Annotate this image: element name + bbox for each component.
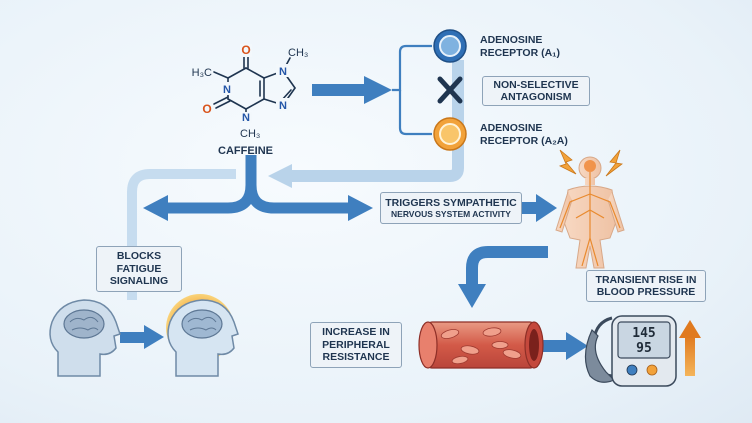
receptor-a1-line1: ADENOSINE xyxy=(480,34,543,46)
arrow-brain-to-brain xyxy=(120,325,164,349)
caffeine-molecule: O O N N N N H₃C CH₃ CH₃ xyxy=(192,43,309,140)
receptor-a1-line2: RECEPTOR (A₁) xyxy=(480,46,560,59)
methyl-left-label: H₃C xyxy=(192,67,212,79)
human-body-figure xyxy=(555,156,625,269)
nitrogen-9-atom: N xyxy=(279,100,287,112)
nitrogen-3-atom: N xyxy=(242,112,250,124)
methyl-top-label: CH₃ xyxy=(288,47,308,59)
resistance-line3: RESISTANCE xyxy=(322,351,390,364)
arrow-to-vessel xyxy=(458,246,548,308)
receptor-a1-label: ADENOSINE RECEPTOR (A₁) xyxy=(480,34,560,59)
caffeine-label: CAFFEINE xyxy=(218,145,273,157)
receptor-a1 xyxy=(433,29,467,63)
nitrogen-1-atom: N xyxy=(223,84,231,96)
sympathetic-line2: NERVOUS SYSTEM ACTIVITY xyxy=(391,209,511,220)
fork-arrow xyxy=(143,155,373,221)
nitrogen-7-atom: N xyxy=(279,66,287,78)
head-profile-alert xyxy=(166,294,239,377)
head-profile-fatigued xyxy=(49,299,121,377)
blood-vessel xyxy=(418,321,544,369)
feedback-arrow xyxy=(268,60,464,188)
resistance-line1: INCREASE IN xyxy=(322,326,390,339)
arrow-to-receptors xyxy=(312,44,432,136)
block-x-icon xyxy=(437,76,463,104)
methyl-bottom-label: CH₃ xyxy=(240,128,260,140)
fatigue-line1: BLOCKS xyxy=(116,250,162,263)
receptor-a2a xyxy=(433,117,467,151)
diastolic-reading: 95 xyxy=(636,341,652,356)
increase-up-arrow-icon xyxy=(679,320,701,376)
blood-pressure-monitor: 145 95 xyxy=(584,315,677,387)
blood-pressure-line1: TRANSIENT RISE IN xyxy=(595,273,697,286)
antagonism-box: NON-SELECTIVE ANTAGONISM xyxy=(482,76,590,106)
sympathetic-line1: TRIGGERS SYMPATHETIC xyxy=(385,196,517,209)
lightning-left-icon xyxy=(558,149,577,175)
systolic-reading: 145 xyxy=(632,326,655,341)
antagonism-line1: NON-SELECTIVE xyxy=(493,78,579,91)
sympathetic-box: TRIGGERS SYMPATHETIC NERVOUS SYSTEM ACTI… xyxy=(380,192,522,224)
arrow-to-monitor xyxy=(536,332,588,360)
blood-pressure-line2: BLOOD PRESSURE xyxy=(596,286,696,298)
receptor-a2a-label: ADENOSINE RECEPTOR (A₂A) xyxy=(480,122,568,147)
fatigue-line3: SIGNALING xyxy=(109,275,169,288)
receptor-a2a-line1: ADENOSINE xyxy=(480,122,543,134)
resistance-line2: PERIPHERAL xyxy=(322,338,390,351)
antagonism-line2: ANTAGONISM xyxy=(500,91,572,103)
oxygen-top-atom: O xyxy=(241,43,250,57)
blood-pressure-box: TRANSIENT RISE IN BLOOD PRESSURE xyxy=(586,270,706,302)
oxygen-left-atom: O xyxy=(202,102,211,116)
lightning-right-icon xyxy=(605,149,623,177)
receptor-a2a-line2: RECEPTOR (A₂A) xyxy=(480,134,568,147)
resistance-box: INCREASE IN PERIPHERAL RESISTANCE xyxy=(310,322,402,368)
fatigue-path xyxy=(127,169,236,300)
arrow-to-body xyxy=(522,194,557,222)
fatigue-box: BLOCKS FATIGUE SIGNALING xyxy=(96,246,182,292)
fatigue-line2: FATIGUE xyxy=(116,262,162,275)
